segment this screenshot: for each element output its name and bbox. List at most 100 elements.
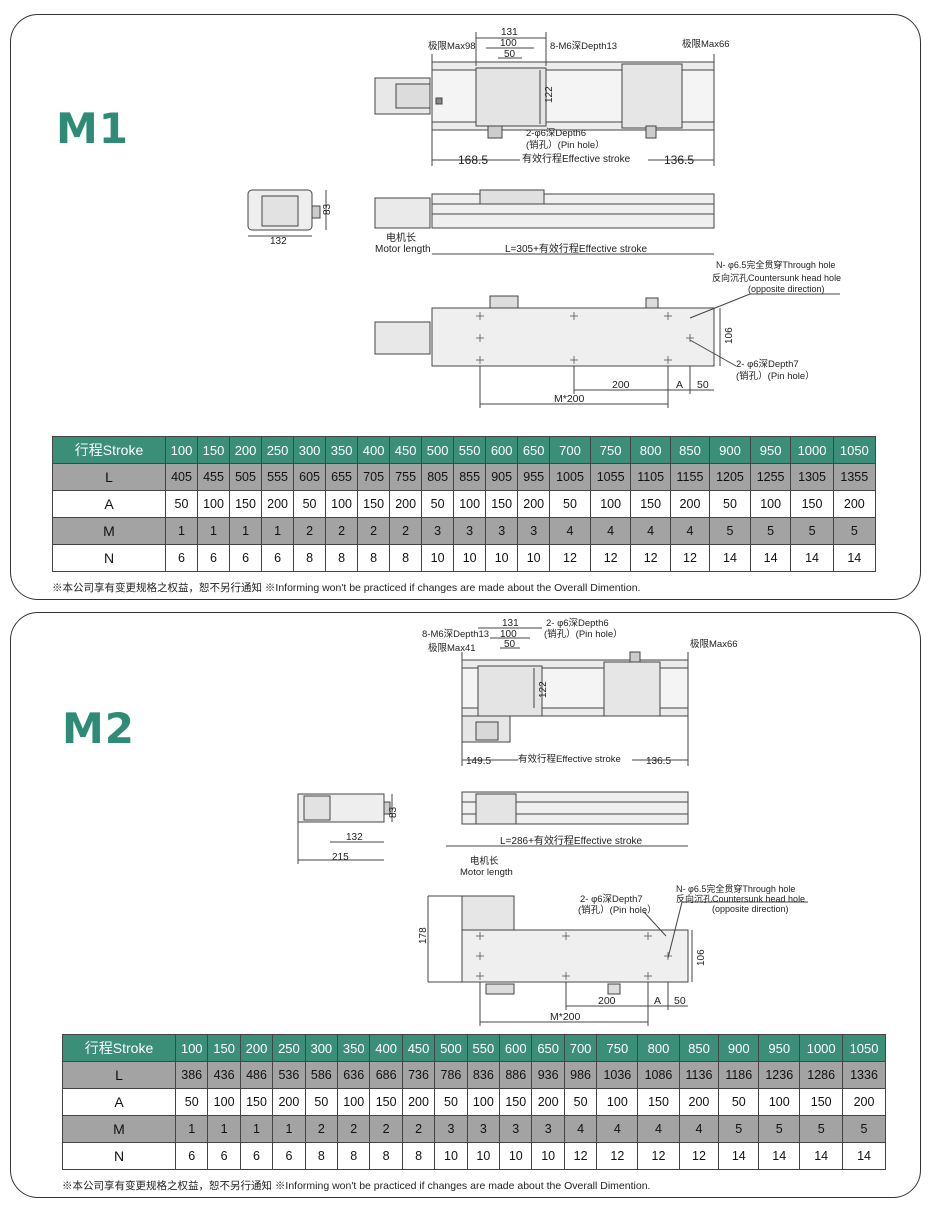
m1-cell: 450 [389,436,423,464]
svg-text:106: 106 [724,327,735,344]
m2-cell: 950 [758,1034,801,1062]
svg-text:83: 83 [388,806,399,818]
svg-text:反向沉孔Countersunk head hole: 反向沉孔Countersunk head hole [676,893,805,904]
m1-cell: 1205 [709,463,751,491]
m2-cell: 800 [637,1034,680,1062]
m1-cell: 12 [589,544,632,572]
m1-cell: 505 [229,463,263,491]
svg-text:168.5: 168.5 [458,153,488,167]
m2-cell: 1036 [596,1061,639,1089]
svg-text:(销孔）(Pin hole）: (销孔）(Pin hole） [736,370,815,382]
m2-cell: 700 [563,1034,598,1062]
m1-cell: 200 [517,490,551,518]
m1-cell: 10 [517,544,551,572]
m2-cell: 436 [207,1061,241,1089]
m2-row-label: M [62,1115,176,1143]
svg-text:149.5: 149.5 [466,756,491,767]
m2-cell: 3 [531,1115,565,1143]
m2-row-label: 行程Stroke [62,1034,176,1062]
m1-cell: 2 [325,517,359,545]
m2-cell: 200 [531,1088,565,1116]
m1-cell: 900 [709,436,751,464]
m2-cell: 10 [434,1142,468,1170]
m1-cell: 5 [749,517,792,545]
m1-cell: 50 [293,490,327,518]
m2-cell: 5 [842,1115,886,1143]
m2-row-label: L [62,1061,176,1089]
m2-cell: 100 [207,1088,241,1116]
m2-cell: 450 [401,1034,436,1062]
m2-cell: 6 [272,1142,306,1170]
svg-text:131: 131 [502,618,519,629]
m1-cell: 1000 [790,436,834,464]
m2-cell: 686 [369,1061,403,1089]
svg-text:Motor length: Motor length [375,244,431,255]
m1-cell: 100 [749,490,792,518]
m1-row-label: M [52,517,166,545]
m2-cell: 200 [272,1088,306,1116]
m2-cell: 2 [337,1115,371,1143]
m1-cell: 5 [790,517,834,545]
m1-title: M1 [56,104,130,153]
svg-text:136.5: 136.5 [646,756,671,767]
m2-cell: 12 [678,1142,720,1170]
m1-cell: 10 [421,544,455,572]
svg-text:有效行程Effective stroke: 有效行程Effective stroke [522,152,631,165]
m2-cell: 5 [718,1115,760,1143]
m2-cell: 1 [174,1115,209,1143]
m1-cell: 100 [164,436,199,464]
m2-cell: 1236 [758,1061,801,1089]
m1-cell: 1 [261,517,295,545]
m2-cell: 150 [637,1088,680,1116]
m1-cell: 350 [325,436,359,464]
m1-drawings: 极限Max98 极限Max66 131 100 50 8-M6深Depth13 … [247,27,841,408]
svg-text:L=305+有效行程Effective stroke: L=305+有效行程Effective stroke [505,242,648,255]
m1-cell: 150 [197,436,231,464]
m1-cell: 100 [325,490,359,518]
m2-footnote: ※本公司享有变更规格之权益，恕不另行通知 ※Informing won't be… [62,1180,651,1192]
m2-cell: 8 [337,1142,371,1170]
m1-cell: 200 [261,490,295,518]
m2-cell: 8 [401,1142,436,1170]
m1-cell: 2 [357,517,391,545]
m1-cell: 50 [709,490,751,518]
m2-cell: 3 [434,1115,468,1143]
m2-cell: 2 [369,1115,403,1143]
m1-cell: 14 [790,544,834,572]
m2-row-label: N [62,1142,176,1170]
svg-text:50: 50 [697,379,709,391]
m2-cell: 2 [304,1115,339,1143]
m2-cell: 100 [758,1088,801,1116]
m2-cell: 100 [337,1088,371,1116]
m2-cell: 1136 [678,1061,720,1089]
m2-cell: 936 [531,1061,565,1089]
m2-cell: 10 [531,1142,565,1170]
m2-cell: 300 [304,1034,339,1062]
m1-cell: 805 [421,463,455,491]
m1-cell: 10 [485,544,519,572]
m2-cell: 12 [637,1142,680,1170]
svg-text:Motor length: Motor length [460,867,513,878]
m1-cell: 12 [549,544,591,572]
svg-text:2- φ6深Depth7: 2- φ6深Depth7 [580,894,643,905]
svg-text:N- φ6.5完全贯穿Through hole: N- φ6.5完全贯穿Through hole [716,259,835,270]
m1-cell: 1105 [630,463,671,491]
m1-cell: 50 [164,490,199,518]
m2-cell: 14 [799,1142,844,1170]
m1-cell: 6 [261,544,295,572]
m2-cell: 1336 [842,1061,886,1089]
m2-title: M2 [62,704,136,753]
m2-cell: 6 [207,1142,241,1170]
svg-text:50: 50 [504,639,516,650]
m1-cell: 755 [389,463,423,491]
m1-cell: 6 [229,544,263,572]
m2-cell: 50 [434,1088,468,1116]
m1-body-side [431,193,715,229]
